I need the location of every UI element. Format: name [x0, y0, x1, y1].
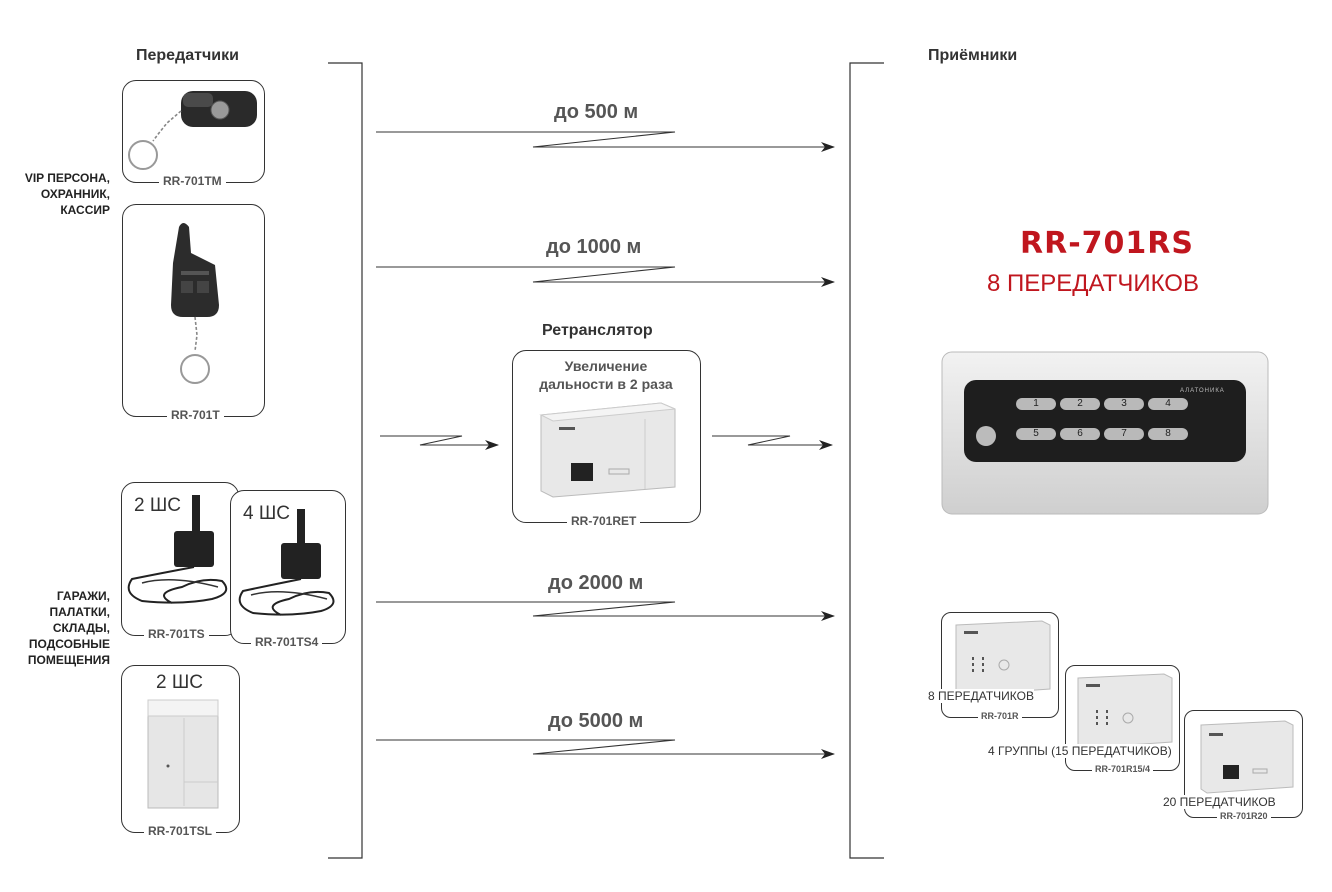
receiver-card-r15: 4 ГРУППЫ (15 ПЕРЕДАТЧИКОВ) RR-701R15/4	[988, 665, 1180, 774]
zone-button-1[interactable]: 1	[1016, 398, 1056, 410]
category-garages: ГАРАЖИ, ПАЛАТКИ, СКЛАДЫ, ПОДСОБНЫЕ ПОМЕЩ…	[27, 589, 110, 667]
model-label-ts: RR-701TS	[144, 627, 209, 641]
zone-button-2[interactable]: 2	[1060, 398, 1100, 410]
zone-button-7[interactable]: 7	[1104, 428, 1144, 440]
model-label-r20: RR-701R20	[1217, 811, 1271, 821]
model-label-tm: RR-701TM	[159, 174, 226, 188]
repeater-device-image	[539, 402, 676, 498]
transmitter-card-ts: 2 ШС RR-701TS	[121, 482, 239, 641]
ts-device-image	[127, 495, 228, 604]
tsl-device-image	[147, 699, 219, 809]
receiver-r20-caption: 20 ПЕРЕДАТЧИКОВ	[1163, 795, 1276, 809]
repeater-description: Увеличение дальности в 2 раза	[539, 358, 673, 392]
mute-icon	[976, 426, 996, 446]
main-receiver-capacity: 8 ПЕРЕДАТЧИКОВ	[987, 270, 1199, 297]
link-arrow-1000	[376, 266, 835, 287]
brand-label: АЛАТОНИКА	[1180, 388, 1225, 394]
repeater-header: Ретранслятор	[542, 322, 653, 339]
transmitters-header: Передатчики	[136, 47, 239, 64]
right-bracket	[849, 62, 884, 859]
left-bracket	[328, 62, 363, 859]
model-label-ts4: RR-701TS4	[251, 635, 323, 649]
link-arrow-2000	[376, 601, 835, 621]
zone-button-8[interactable]: 8	[1148, 428, 1188, 440]
zones-label-ts: 2 ШС	[134, 495, 181, 516]
distance-label-1000: до 1000 м	[546, 236, 642, 258]
model-label-r15: RR-701R15/4	[1092, 764, 1154, 774]
keyfob-t-image	[171, 223, 219, 384]
distance-label-2000: до 2000 м	[548, 572, 644, 594]
zone-button-6[interactable]: 6	[1060, 428, 1100, 440]
category-vip: VIP ПЕРСОНА, ОХРАННИК, КАССИР	[24, 171, 110, 217]
distance-label-500: до 500 м	[554, 101, 639, 123]
zone-button-5[interactable]: 5	[1016, 428, 1056, 440]
model-label-tsl: RR-701TSL	[144, 824, 217, 838]
distance-label-5000: до 5000 м	[548, 710, 644, 732]
ts4-device-image	[238, 509, 335, 616]
receiver-r20-image	[1200, 720, 1294, 794]
link-arrow-500	[376, 131, 835, 152]
model-label-repeater: RR-701RET	[567, 514, 641, 528]
receiver-r15-caption: 4 ГРУППЫ (15 ПЕРЕДАТЧИКОВ)	[988, 744, 1172, 758]
transmitter-card-t: RR-701T	[122, 204, 265, 422]
transmitter-card-tm: RR-701TM	[122, 80, 265, 188]
receiver-card-r20: 20 ПЕРЕДАТЧИКОВ RR-701R20	[1163, 710, 1303, 821]
zone-button-4[interactable]: 4	[1148, 398, 1188, 410]
link-arrow-from-repeater	[712, 435, 833, 450]
model-label-r: RR-701R	[978, 711, 1022, 721]
zones-label-ts4: 4 ШС	[243, 503, 290, 524]
model-label-t: RR-701T	[167, 408, 224, 422]
link-arrow-5000	[376, 739, 835, 759]
transmitter-card-tsl: 2 ШС RR-701TSL	[121, 665, 240, 838]
receiver-r-image	[955, 620, 1051, 696]
zone-button-3[interactable]: 3	[1104, 398, 1144, 410]
repeater-card: Увеличение дальности в 2 раза RR-701RET	[512, 350, 701, 528]
zone-buttons: 1 2 3 4 5 6 7 8	[1016, 398, 1188, 440]
receivers-header: Приёмники	[928, 47, 1018, 64]
main-receiver-model: RR-701RS	[1020, 226, 1194, 261]
main-receiver-device: АЛАТОНИКА 1 2 3 4 5 6 7 8	[938, 350, 1270, 518]
receiver-r-caption: 8 ПЕРЕДАТЧИКОВ	[928, 689, 1034, 703]
transmitter-card-ts4: 4 ШС RR-701TS4	[230, 490, 346, 649]
receiver-card-r: 8 ПЕРЕДАТЧИКОВ RR-701R	[928, 612, 1059, 721]
zones-label-tsl: 2 ШС	[156, 672, 203, 693]
link-arrow-to-repeater	[380, 435, 499, 450]
receiver-r15-image	[1077, 673, 1173, 749]
keyfob-tm-image	[128, 91, 257, 170]
